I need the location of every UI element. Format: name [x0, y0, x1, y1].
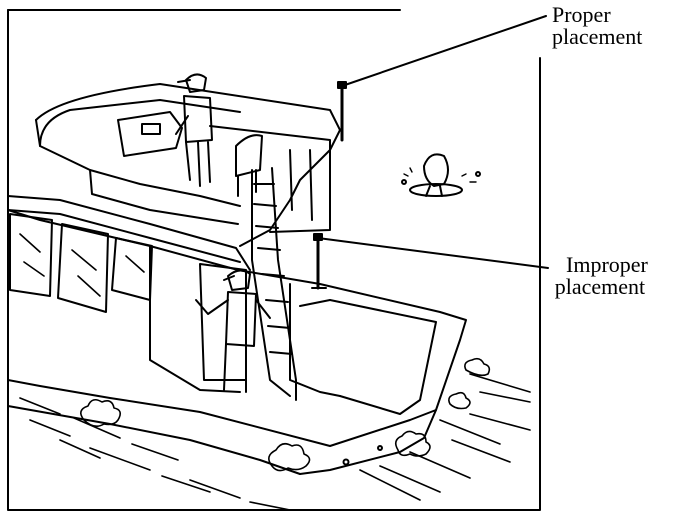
proper-label-line2: placement	[552, 26, 642, 48]
illustration-frame	[8, 10, 540, 510]
cabin-window	[10, 214, 52, 296]
light-pole-improper	[312, 234, 326, 288]
improper-placement-label: Improper placement	[552, 254, 648, 298]
proper-label-line1: Proper	[552, 4, 642, 26]
cabin-window	[58, 224, 108, 312]
proper-leader-line	[342, 16, 546, 86]
improper-leader-line	[318, 238, 548, 268]
water-wake	[20, 359, 530, 510]
person-on-ladder	[196, 270, 270, 392]
improper-label-line2: placement	[552, 276, 648, 298]
helm-seat	[236, 135, 262, 176]
proper-placement-label: Proper placement	[552, 4, 642, 48]
boat-cabin	[8, 196, 250, 380]
improper-label-line1: Improper	[552, 254, 648, 276]
cabin-window	[112, 238, 152, 300]
jumping-fish-icon	[402, 154, 480, 196]
